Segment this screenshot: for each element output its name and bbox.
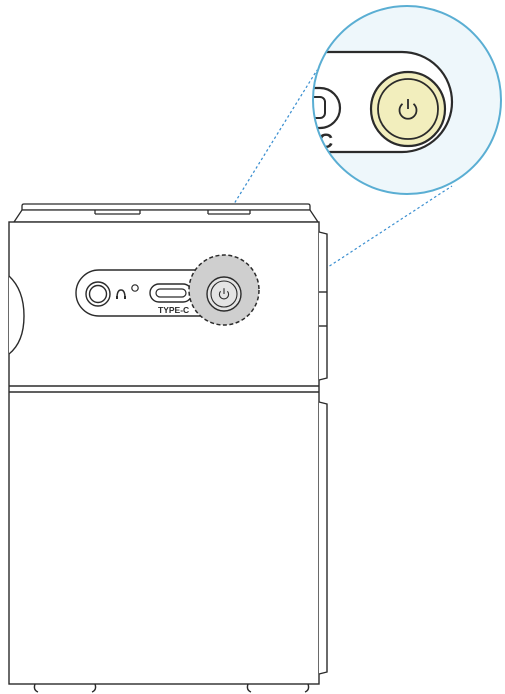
top-lid xyxy=(12,203,320,223)
headphone-icon xyxy=(116,289,126,299)
type-c-label: TYPE-C xyxy=(158,305,189,315)
device-body xyxy=(8,221,328,693)
type-c-port xyxy=(149,283,193,303)
zoomed-power-icon xyxy=(398,99,418,120)
magnifier-border xyxy=(312,5,502,195)
zoomed-type-c-label: C xyxy=(318,130,333,153)
power-icon xyxy=(218,288,230,300)
led-indicator-icon xyxy=(131,284,139,292)
magnifier: C xyxy=(312,5,502,195)
power-button xyxy=(206,276,242,312)
zoomed-type-c-port xyxy=(313,86,342,130)
headphone-jack xyxy=(85,281,111,307)
